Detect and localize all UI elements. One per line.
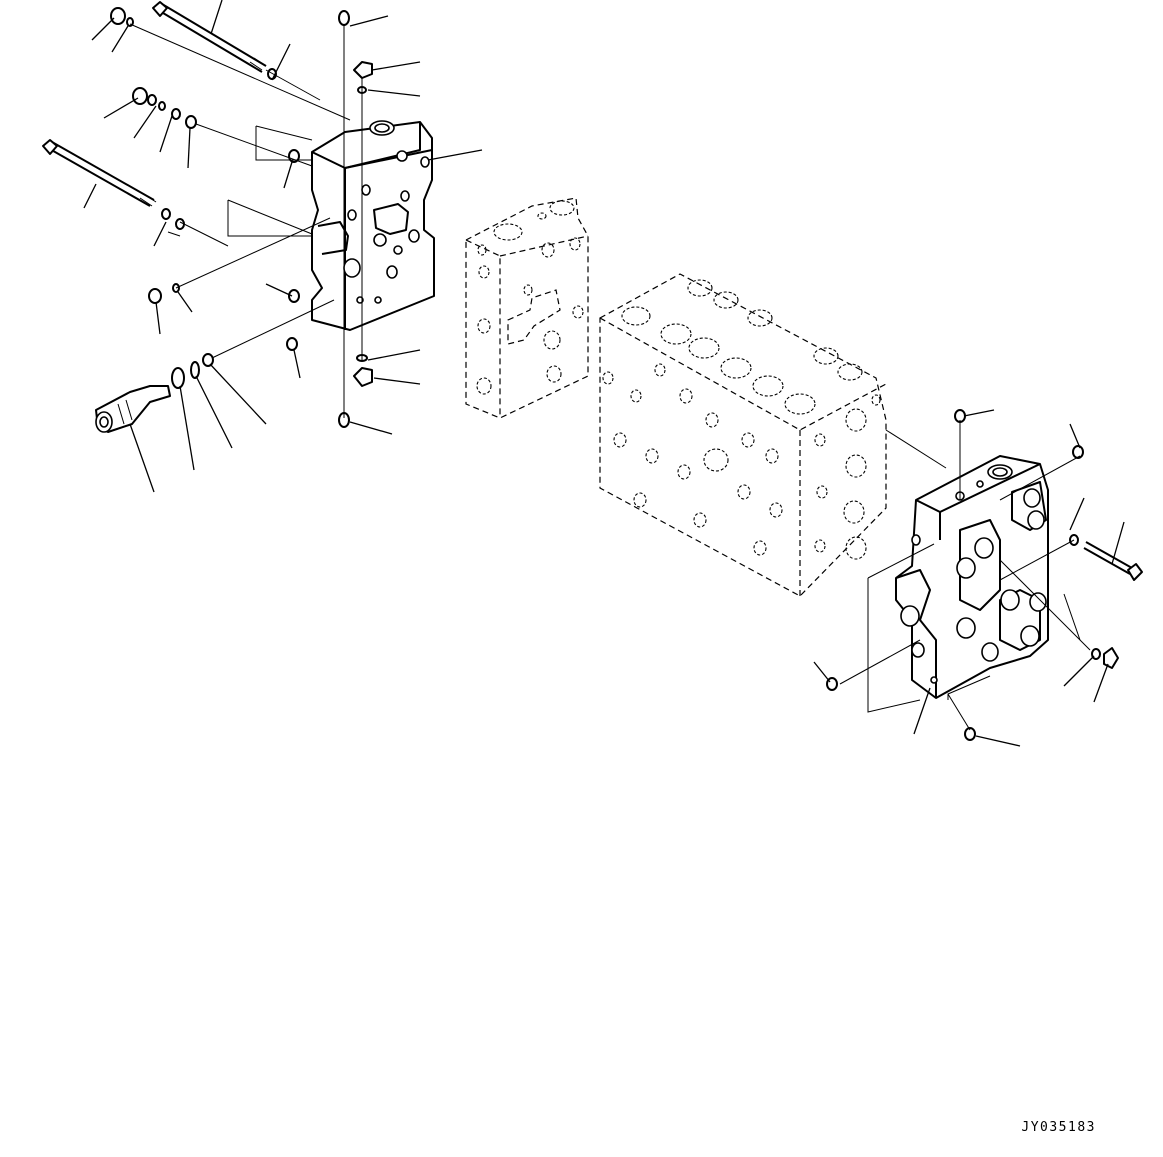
middle-phantom-section — [465, 197, 589, 419]
right-valve-section — [895, 455, 1049, 699]
left-leader-lines — [83, 0, 483, 493]
tie-bolt-upper — [152, 1, 267, 73]
main-valve-block-phantom — [599, 273, 887, 597]
left-valve-section — [311, 120, 435, 331]
left-fittings — [110, 7, 300, 389]
left-assembly-lines — [129, 23, 363, 418]
tie-bolt-lower — [42, 139, 157, 207]
solenoid-valve — [95, 385, 171, 433]
drawing-code-label: JY035183 — [1021, 1120, 1096, 1135]
right-leader-lines — [813, 409, 1125, 747]
